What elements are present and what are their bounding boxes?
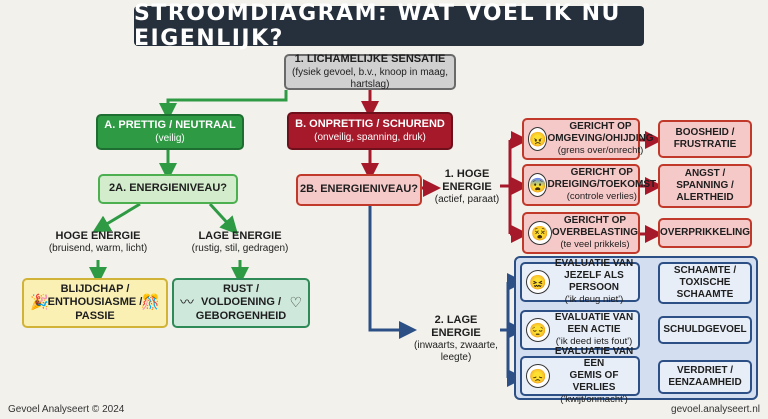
arrow-to-low-a [208, 202, 239, 235]
energy-a-title: 2A. ENERGIENIVEAU? [109, 182, 227, 195]
emotion-fear: ANGST / SPANNING / ALERTHEID [658, 164, 752, 208]
emotion-joy-box: 🎉 🎊 BLIJDCHAP / ENTHOUSIASME / PASSIE [22, 278, 168, 328]
low-item-3-l2: GEMIS OF VERLIES [569, 370, 619, 394]
low-item-1-sub: ('ik deug niet') [564, 294, 624, 306]
confetti-icon: 🎉 [30, 294, 49, 311]
energy-level-a: 2A. ENERGIENIVEAU? [98, 174, 238, 204]
branch-b-title: B. ONPRETTIG / SCHUREND [295, 118, 445, 131]
energy-level-b: 2B. ENERGIENIVEAU? [296, 174, 422, 206]
low-item-1-l2: JEZELF ALS PERSOON [564, 270, 624, 294]
high-item-1-l2: OMGEVING/OHIJDING [547, 133, 654, 145]
low-item-2-sub: ('ik deed iets fout') [555, 336, 633, 348]
emotion-guilt: SCHULDGEVOEL [658, 316, 752, 344]
high-a-title: HOGE ENERGIE [55, 230, 141, 242]
arrow-to-branch-a [159, 90, 288, 121]
low-energy-a-label: LAGE ENERGIE (rustig, stil, gedragen) [180, 230, 300, 255]
low-item-2-l2: EEN ACTIE [567, 324, 621, 336]
emotion-overstimulation: OVERPRIKKELING [658, 218, 752, 248]
party-popper-icon: 🎊 [141, 294, 160, 311]
arrow-to-high-a [92, 202, 141, 233]
step-physical-sensation: 1. LICHAMELIJKE SENSATIE (fysiek gevoel,… [284, 53, 456, 90]
low-a-sub: (rustig, stil, gedragen) [191, 243, 289, 255]
emotion-sadness: VERDRIET / EENZAAMHEID [658, 360, 752, 394]
high-a-sub: (bruisend, warm, licht) [48, 243, 148, 255]
high-b-line2: ENERGIE [442, 181, 492, 194]
high-item-3-sub: (te veel prikkels) [560, 239, 630, 251]
overwhelmed-face-icon: 😵 [528, 221, 552, 245]
low-b-title: 2. LAGE ENERGIE [431, 314, 481, 340]
step1-sub: (fysiek gevoel, b.v., knoop in maag, har… [291, 66, 448, 90]
high-item-2-l2: DREIGING/TOEKOMST [547, 179, 657, 191]
high-item-overload: 😵 GERICHT OP OVERBELASTING (te veel prik… [522, 212, 640, 254]
high-b-sub: (actief, paraat) [434, 194, 500, 206]
emotion-anger: BOOSHEID / FRUSTRATIE [658, 120, 752, 158]
anger-l2: FRUSTRATIE [673, 139, 737, 150]
high-item-1-l1: GERICHT OP [569, 121, 632, 133]
sadness-l2: EENZAAMHEID [668, 377, 742, 388]
footer-copyright: Gevoel Analyseert © 2024 [8, 404, 125, 415]
high-b-line1: 1. HOGE [444, 168, 490, 180]
joy-line2: ENTHOUSIASME / [47, 296, 143, 309]
low-item-1-l1: EVALUATIE VAN [554, 258, 634, 270]
low-item-action: 😔 EVALUATIE VAN EEN ACTIE ('ik deed iets… [520, 310, 640, 350]
branch-b-sub: (onveilig, spanning, druk) [314, 131, 426, 143]
heart-hand-icon: ♡ [289, 294, 302, 310]
shame-l3: SCHAAMTE [676, 289, 734, 300]
energy-b-title: 2B. ENERGIENIVEAU? [300, 183, 418, 196]
guilt-l1: SCHULDGEVOEL [663, 324, 747, 335]
fear-l3: ALERTHEID [676, 192, 734, 203]
shame-l1: SCHAAMTE / [673, 265, 737, 276]
footer-website: gevoel.analyseert.nl [671, 404, 760, 415]
shame-l2: TOXISCHE [679, 277, 731, 288]
joy-line1: BLIJDCHAP / [60, 283, 130, 296]
arrow-to-low-b [368, 206, 417, 339]
sadness-l1: VERDRIET / [676, 365, 734, 376]
low-item-3-sub: ('kwijt/onmacht') [560, 394, 628, 406]
anger-l1: BOOSHEID / [675, 127, 735, 138]
step1-title: 1. LICHAMELIJKE SENSATIE [294, 53, 446, 66]
emotion-rest-box: 〰 ♡ RUST / VOLDOENING / GEBORGENHEID [172, 278, 310, 328]
fear-l1: ANGST / [684, 168, 726, 179]
low-item-self: 😖 EVALUATIE VAN JEZELF ALS PERSOON ('ik … [520, 258, 640, 306]
high-item-3-l2: OVERBELASTING [551, 227, 638, 239]
low-item-2-l1: EVALUATIE VAN [554, 312, 634, 324]
rest-line3: GEBORGENHEID [195, 309, 287, 322]
high-item-2-l1: GERICHT OP [570, 167, 633, 179]
joy-line3: PASSIE [75, 309, 115, 322]
rest-line1: RUST / [222, 283, 260, 296]
high-item-surroundings: 😠 GERICHT OP OMGEVING/OHIJDING (grens ov… [522, 118, 654, 160]
low-energy-b-label: 2. LAGE ENERGIE (inwaarts, zwaarte, leeg… [410, 314, 502, 364]
branch-b-unpleasant: B. ONPRETTIG / SCHUREND (onveilig, spann… [287, 112, 453, 150]
angry-face-icon: 😠 [528, 127, 548, 151]
fear-l2: SPANNING / [676, 180, 734, 191]
high-item-2-sub: (controle verlies) [566, 191, 637, 203]
high-item-3-l1: GERICHT OP [563, 215, 627, 227]
low-a-title: LAGE ENERGIE [198, 230, 282, 242]
fearful-face-icon: 😨 [528, 173, 548, 197]
rest-line2: VOLDOENING / [200, 296, 282, 309]
guilty-face-icon: 😔 [526, 318, 550, 342]
page-title: STROOMDIAGRAM: WAT VOEL IK NU EIGENLIJK? [134, 1, 644, 51]
high-energy-a-label: HOGE ENERGIE (bruisend, warm, licht) [38, 230, 158, 255]
calm-waves-icon: 〰 [180, 294, 194, 310]
low-item-loss: 😞 EVALUATIE VAN EEN GEMIS OF VERLIES ('k… [520, 346, 640, 405]
branch-a-title: A. PRETTIG / NEUTRAAL [104, 119, 236, 132]
branch-a-pleasant: A. PRETTIG / NEUTRAAL (veilig) [96, 114, 244, 150]
low-b-sub1: (inwaarts, zwaarte, [414, 340, 498, 352]
ashamed-face-icon: 😖 [526, 270, 550, 294]
low-item-3-l1: EVALUATIE VAN EEN [554, 346, 634, 370]
sad-face-icon: 😞 [526, 364, 550, 388]
overstim-l1: OVERPRIKKELING [660, 227, 751, 238]
high-item-1-sub: (grens over/onrecht) [557, 145, 644, 157]
low-b-sub2: leegte) [440, 352, 472, 364]
high-item-threat: 😨 GERICHT OP DREIGING/TOEKOMST (controle… [522, 164, 656, 206]
branch-a-sub: (veilig) [155, 132, 185, 144]
emotion-shame: SCHAAMTE / TOXISCHE SCHAAMTE [658, 262, 752, 304]
high-energy-b-label: 1. HOGE ENERGIE (actief, paraat) [432, 168, 502, 206]
